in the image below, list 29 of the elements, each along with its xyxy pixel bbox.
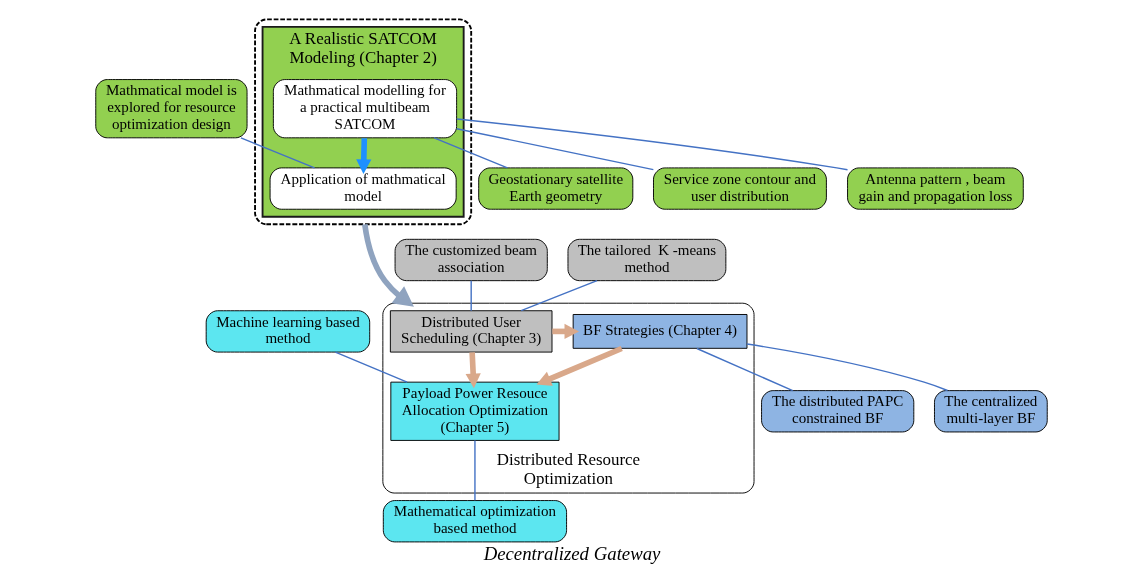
node-box: Payload Power Resouce Allocation Optimization (Chapter 5) <box>390 381 560 441</box>
node-box: Application of mathmatical model <box>269 167 457 210</box>
caption: Decentralized Gateway <box>483 542 661 564</box>
arrow <box>356 138 372 174</box>
node-box: Mathmatical modelling for a practical multibeam SATCOM <box>272 79 458 139</box>
arrow <box>362 223 414 307</box>
node-box: The distributed PAPC constrained BF <box>761 390 915 433</box>
connector <box>433 137 509 169</box>
connector <box>456 118 849 171</box>
connector <box>456 128 655 171</box>
node-box: Mathematical optimization based method <box>382 500 568 543</box>
node-box: Antenna pattern , beam gain and propagation loss <box>847 167 1024 210</box>
node-box: Geostationary satellite Earth geometry <box>478 167 634 210</box>
connector <box>520 279 598 312</box>
node-box: Machine learning based method <box>205 310 371 353</box>
arrow <box>465 352 481 389</box>
node-box: The tailored K -means method <box>567 238 727 282</box>
node-box: Distributed User Scheduling (Chapter 3) <box>389 310 553 353</box>
node-box: Mathmatical model is explored for resource optimization design <box>95 79 248 139</box>
connector <box>334 351 408 383</box>
connector <box>470 279 472 312</box>
arrow <box>536 345 623 386</box>
node-box: The customized beam association <box>394 238 548 282</box>
connector <box>696 347 794 392</box>
node-box: BF Strategies (Chapter 4) <box>572 314 748 349</box>
node-box: Service zone contour and user distribution <box>653 167 827 210</box>
node-box: The centralized multi-layer BF <box>934 390 1048 433</box>
connector <box>746 343 949 392</box>
connector <box>474 439 476 501</box>
